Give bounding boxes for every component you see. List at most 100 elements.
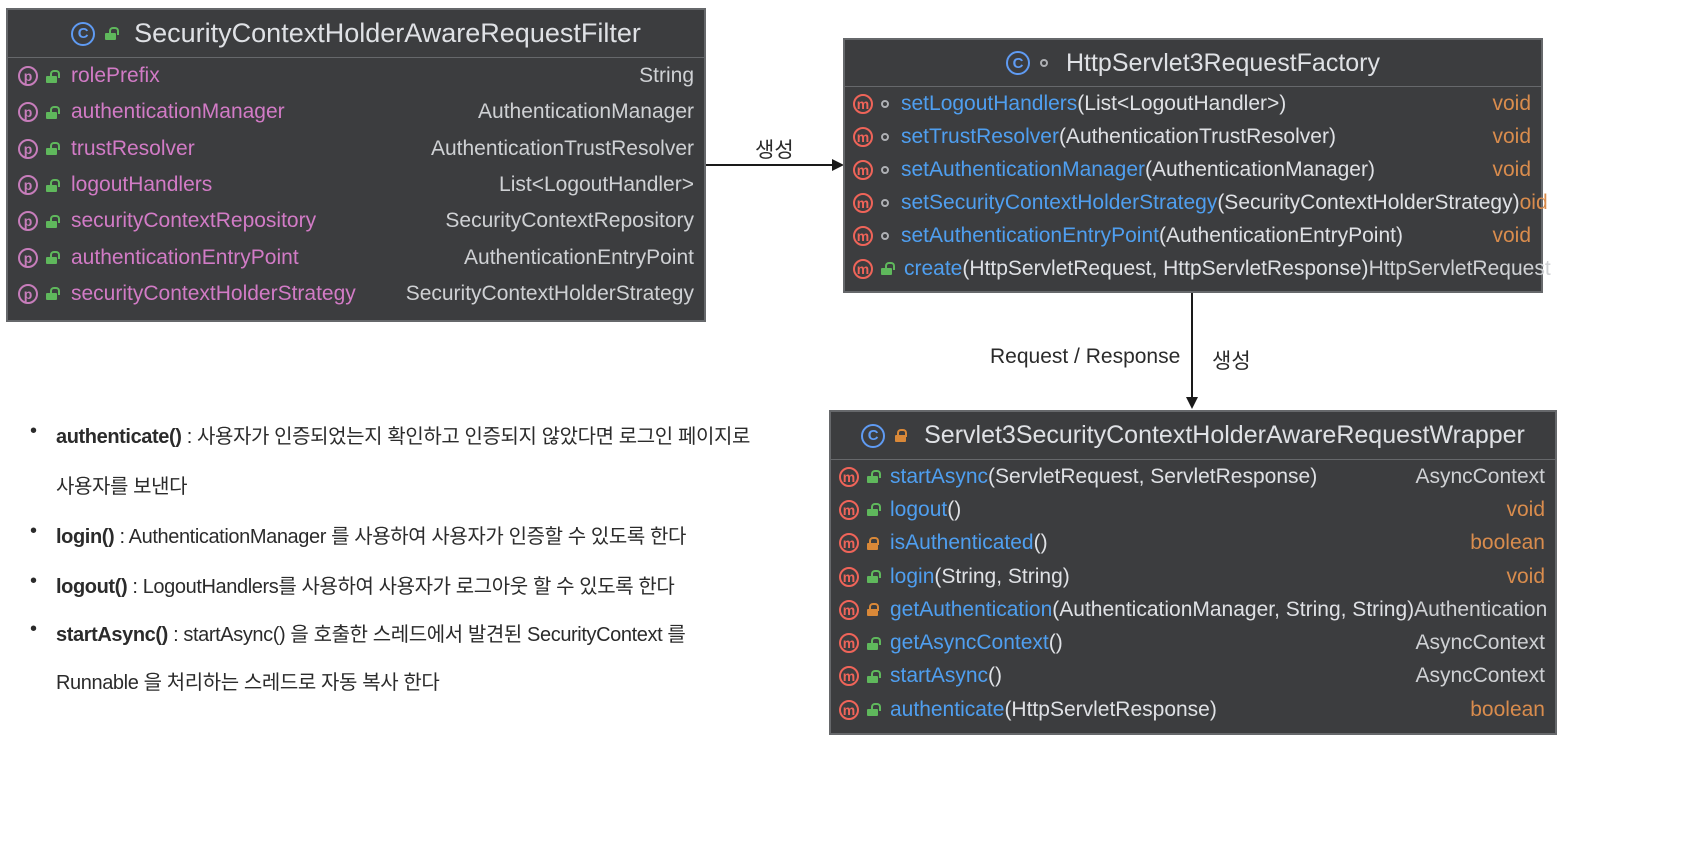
method-params: (AuthenticationEntryPoint) (1159, 223, 1403, 247)
method-name: startAsync (890, 464, 989, 488)
property-icon: p (18, 66, 38, 87)
property-icon: p (18, 102, 38, 123)
note-text: authenticate() : 사용자가 인증되었는지 확인하고 인증되지 않… (56, 420, 750, 449)
public-lock-icon (46, 287, 60, 301)
method-row[interactable]: m startAsync(ServletRequest, ServletRespo… (839, 460, 1545, 493)
field-row[interactable]: p securityContextHolderStrategy SecurityCo… (18, 276, 694, 312)
private-lock-icon (895, 429, 908, 442)
method-row[interactable]: m isAuthenticated() boolean (839, 527, 1545, 560)
public-lock-icon (867, 503, 881, 517)
method-params: (HttpServletResponse) (1004, 697, 1217, 721)
method-icon: m (853, 225, 873, 246)
bullet-icon: • (30, 420, 38, 442)
method-return-type: void (1492, 223, 1531, 247)
field-type: AuthenticationEntryPoint (464, 245, 694, 269)
method-params: () (1033, 531, 1048, 555)
field-row[interactable]: p securityContextRepository SecurityContex… (18, 203, 694, 239)
method-icon: m (839, 566, 859, 587)
method-name: setSecurityContextHolderStrategy (901, 190, 1218, 214)
public-lock-icon (867, 636, 881, 650)
method-return-type: boolean (1470, 697, 1545, 721)
note-text: 사용자를 보낸다 (56, 476, 188, 498)
method-icon: m (839, 466, 859, 487)
note-method: logout() (56, 576, 128, 598)
method-icon: m (853, 93, 873, 114)
method-params: (ServletRequest, ServletResponse) (988, 464, 1318, 488)
field-type: AuthenticationTrustResolver (430, 136, 694, 160)
filter-class-header: C SecurityContextHolderAwareRequestFilte… (8, 10, 704, 58)
method-return-type: void (1506, 497, 1545, 521)
wrapper-class-header: C Servlet3SecurityContextHolderAwareRequ… (831, 412, 1555, 460)
method-return-type: AsyncContext (1415, 464, 1545, 488)
field-type: String (639, 64, 694, 88)
method-icon: m (839, 699, 859, 720)
public-lock-icon (46, 142, 60, 156)
method-return-type: boolean (1470, 531, 1545, 555)
method-params: (String, String) (934, 564, 1070, 588)
field-name: securityContextRepository (71, 209, 317, 233)
method-return-type: Authentication (1414, 597, 1548, 621)
method-params: () (947, 497, 962, 521)
note-description: startAsync() 을 호출한 스레드에서 발견된 SecurityCon… (183, 624, 686, 646)
property-icon: p (18, 211, 38, 232)
field-name: rolePrefix (71, 64, 160, 88)
method-name: setLogoutHandlers (901, 91, 1078, 115)
public-lock-icon (105, 27, 120, 40)
public-lock-icon (46, 214, 60, 228)
property-icon: p (18, 283, 38, 304)
class-icon: C (861, 423, 886, 448)
arrow-factory-to-wrapper (1186, 293, 1198, 409)
public-lock-icon (867, 470, 881, 484)
method-return-type: AsyncContext (1415, 664, 1545, 688)
public-lock-icon (881, 262, 895, 275)
note-colon: : (167, 624, 184, 646)
wrapper-class-box[interactable]: C Servlet3SecurityContextHolderAwareRequ… (829, 410, 1557, 735)
method-icon: m (839, 633, 859, 654)
method-name: isAuthenticated (890, 531, 1034, 555)
factory-class-name: HttpServlet3RequestFactory (1065, 48, 1381, 77)
filter-class-name: SecurityContextHolderAwareRequestFilter (134, 18, 641, 48)
package-private-icon (1039, 59, 1048, 67)
arrow-label-request-response: Request / Response (990, 345, 1181, 368)
note-colon: : (114, 526, 129, 548)
method-return-type: void (1492, 157, 1531, 181)
note-colon: : (181, 426, 198, 448)
field-type: SecurityContextHolderStrategy (405, 281, 694, 305)
method-icon: m (839, 666, 859, 687)
method-icon: m (839, 533, 859, 554)
note-method: authenticate() (56, 426, 182, 448)
method-name: setTrustResolver (901, 124, 1059, 148)
field-row[interactable]: p rolePrefix String (18, 58, 694, 94)
arrow-label-create: 생성 (755, 139, 794, 162)
note-text: logout() : LogoutHandlers를 사용하여 사용자가 로그아… (56, 570, 675, 599)
filter-class-box[interactable]: C SecurityContextHolderAwareRequestFilte… (6, 8, 706, 322)
note-text: login() : AuthenticationManager 를 사용하여 사… (56, 520, 686, 549)
bullet-icon: • (30, 520, 38, 542)
field-type: SecurityContextRepository (445, 209, 694, 233)
method-name: getAuthentication (890, 597, 1053, 621)
note-colon: : (127, 576, 143, 598)
class-icon: C (71, 21, 96, 46)
field-name: securityContextHolderStrategy (71, 281, 356, 305)
note-method: login() (56, 526, 115, 548)
method-name: logout (890, 497, 948, 521)
